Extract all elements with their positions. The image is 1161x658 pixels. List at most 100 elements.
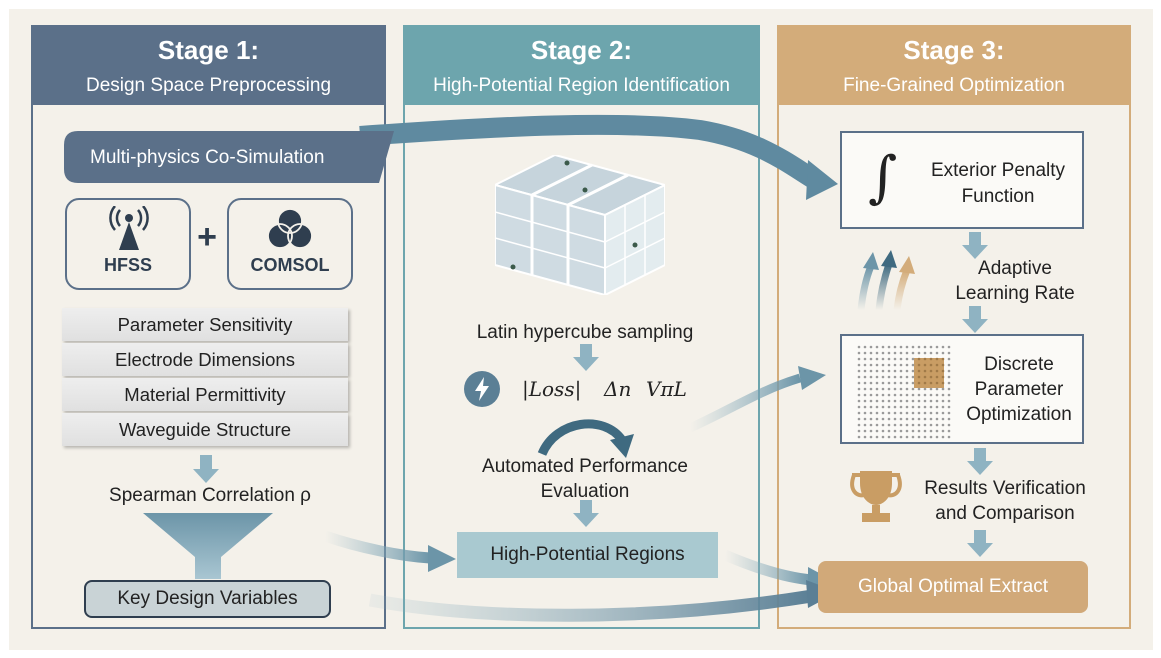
lightning-icon (464, 371, 500, 407)
param-item: Material Permittivity (62, 378, 348, 411)
grid-dot (863, 345, 867, 349)
global-optimal-extract: Global Optimal Extract (818, 561, 1088, 613)
grid-dot (947, 351, 951, 355)
stage-2-header: Stage 2: High-Potential Region Identific… (403, 25, 760, 105)
venn-icon (267, 208, 313, 249)
grid-dot (917, 381, 921, 385)
grid-dot (929, 369, 933, 373)
grid-dot (857, 393, 861, 397)
integral-icon: ∫ (868, 145, 898, 210)
cosim-label: Multi-physics Co-Simulation (90, 147, 325, 168)
grid-dot (917, 357, 921, 361)
grid-dot (929, 405, 933, 409)
grid-dot (929, 393, 933, 397)
grid-dot (857, 435, 861, 439)
down-arrow-icon (573, 344, 599, 371)
discrete-label-line3: Optimization (966, 404, 1072, 425)
grid-dot (941, 375, 945, 379)
grid-dot (929, 417, 933, 421)
grid-dot (893, 387, 897, 391)
grid-dot (941, 411, 945, 415)
grid-dot (923, 429, 927, 433)
grid-dot (935, 345, 939, 349)
stage-2-subtitle: High-Potential Region Identification (433, 75, 730, 96)
grid-dot (881, 387, 885, 391)
eval-to-discrete-arrow (688, 373, 802, 433)
grid-dot (947, 363, 951, 367)
grid-dot (875, 417, 879, 421)
grid-dot (893, 375, 897, 379)
stage-1-title: Stage 1: (157, 35, 260, 65)
metric-delta-n: Δn (604, 377, 632, 401)
grid-dot (941, 357, 945, 361)
grid-dot (875, 405, 879, 409)
grid-dot (935, 435, 939, 439)
grid-dot (857, 387, 861, 391)
grid-dot (899, 405, 903, 409)
down-arrow-icon (962, 306, 988, 333)
grid-dot (887, 405, 891, 409)
grid-dot (881, 357, 885, 361)
grid-dot (869, 345, 873, 349)
grid-dot (887, 375, 891, 379)
grid-dot (923, 393, 927, 397)
grid-dot (923, 363, 927, 367)
grid-dot (893, 411, 897, 415)
grid-dot (863, 393, 867, 397)
grid-dot (893, 351, 897, 355)
grid-dot (857, 411, 861, 415)
grid-dot (935, 429, 939, 433)
trophy-icon (850, 471, 902, 522)
grid-dot (875, 381, 879, 385)
grid-dot (923, 405, 927, 409)
grid-dot (935, 417, 939, 421)
grid-dot (923, 435, 927, 439)
grid-dot (899, 393, 903, 397)
grid-dot (875, 393, 879, 397)
grid-dot (947, 375, 951, 379)
grid-dot (947, 399, 951, 403)
grid-dot (863, 363, 867, 367)
grid-dot (863, 399, 867, 403)
grid-dot (857, 351, 861, 355)
grid-dot (857, 363, 861, 367)
discrete-label-line1: Discrete (984, 354, 1054, 375)
grid-dot (887, 351, 891, 355)
grid-dot (923, 417, 927, 421)
grid-dot (911, 363, 915, 367)
grid-dot (947, 345, 951, 349)
grid-dot (869, 393, 873, 397)
grid-dot (857, 381, 861, 385)
grid-dot (917, 375, 921, 379)
grid-dot (935, 369, 939, 373)
grid-dot (863, 435, 867, 439)
antenna-icon (109, 206, 149, 250)
verify-label-line1: Results Verification (924, 478, 1086, 499)
grid-dot (893, 435, 897, 439)
grid-dot (905, 345, 909, 349)
grid-dot (917, 417, 921, 421)
grid-dot (941, 387, 945, 391)
grid-dot (881, 363, 885, 367)
grid-dot (917, 411, 921, 415)
cosim-band-shape (64, 131, 394, 183)
grid-dot (881, 375, 885, 379)
keyvars-to-global-arrow (368, 589, 814, 622)
grid-dot (869, 351, 873, 355)
penalty-label-line1: Exterior Penalty (930, 160, 1066, 181)
grid-dot (929, 411, 933, 415)
down-arrow-icon (573, 500, 599, 527)
grid-dot (911, 387, 915, 391)
grid-dot (863, 423, 867, 427)
cosim-to-penalty-arrow (359, 114, 821, 189)
cosim-band: Multi-physics Co-Simulation (64, 131, 394, 183)
grid-dot (911, 345, 915, 349)
grid-dot (875, 345, 879, 349)
grid-dot (863, 351, 867, 355)
grid-dot (905, 423, 909, 427)
grid-dot (905, 435, 909, 439)
grid-dot (857, 417, 861, 421)
grid-dot (857, 375, 861, 379)
grid-dot (917, 429, 921, 433)
